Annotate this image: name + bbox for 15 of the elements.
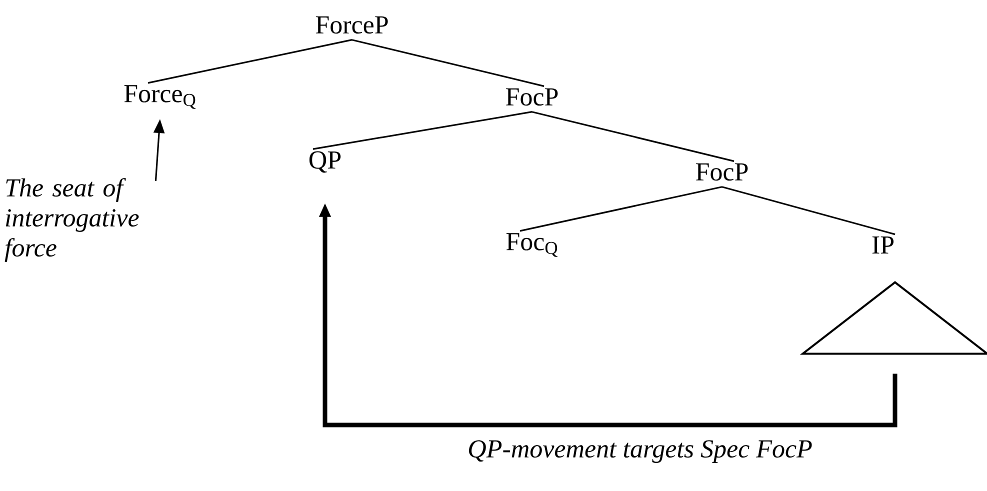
tree-branch bbox=[312, 111, 532, 150]
tree-label: Foc$_{Q}$ bbox=[506, 233, 558, 257]
tree-label: FocP bbox=[506, 88, 558, 106]
tree-label: QP bbox=[309, 151, 341, 173]
tree-branch bbox=[520, 186, 722, 232]
annotation-text: The seat of interrogative force bbox=[4, 178, 139, 262]
tree-label: ForceP bbox=[316, 16, 388, 34]
tree-label: FocP bbox=[696, 163, 748, 181]
tree-branch bbox=[532, 111, 734, 162]
tree-label: IP bbox=[872, 236, 894, 254]
edge-label: QP-movement targets Spec FocP bbox=[466, 439, 814, 464]
tree-branch bbox=[148, 39, 352, 84]
tree-branch bbox=[722, 186, 896, 236]
tree-branch bbox=[352, 39, 544, 87]
tree-label: Force$_{Q}$ bbox=[124, 85, 196, 109]
